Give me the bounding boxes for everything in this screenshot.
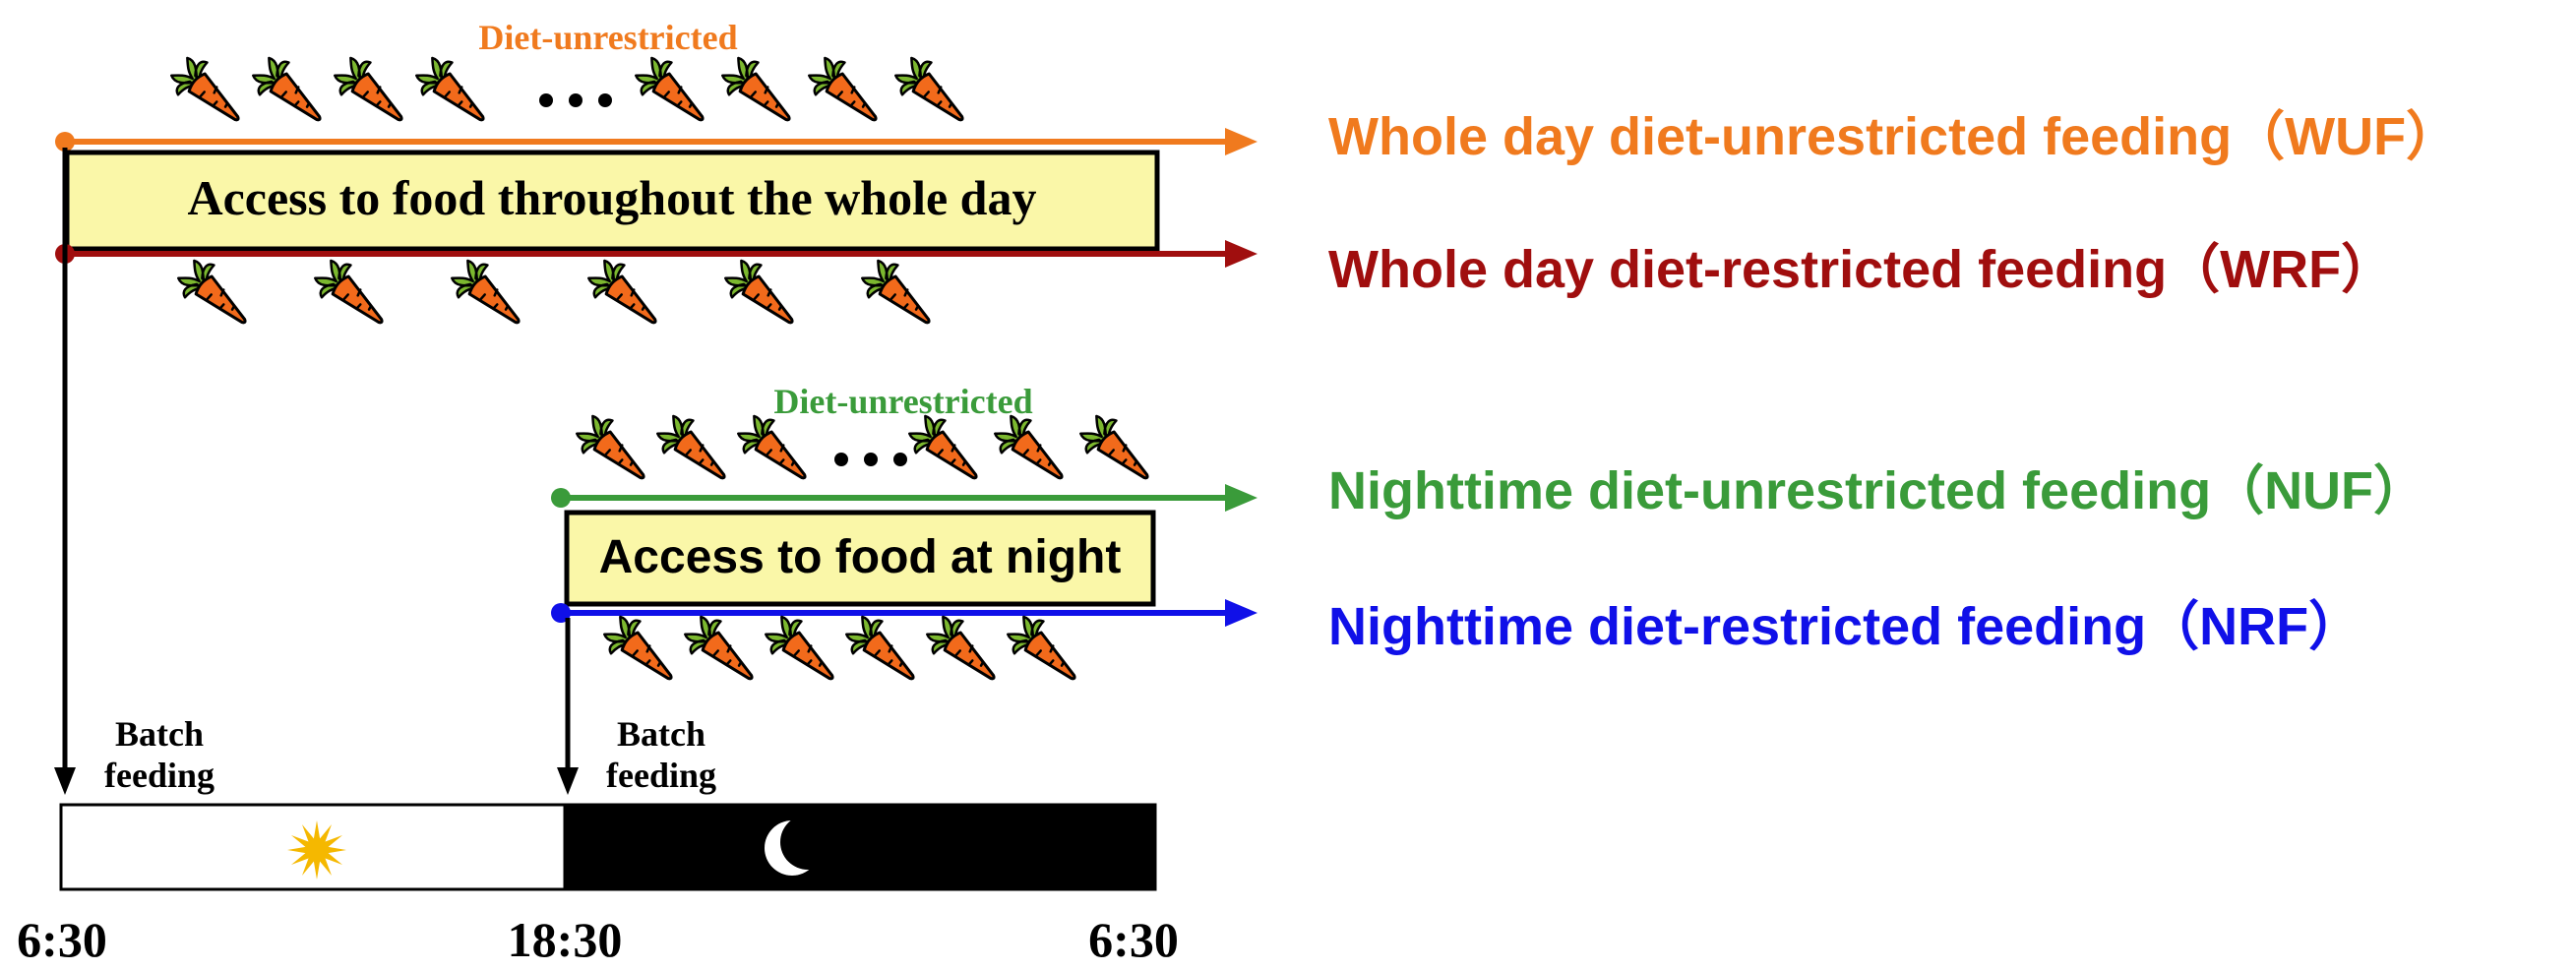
nuf-line: [551, 484, 1257, 512]
wuf-line: [55, 128, 1257, 155]
carrot-icon: [603, 615, 673, 681]
carrot-icon: [737, 414, 807, 480]
sun-icon: [287, 820, 346, 880]
carrot-icon: [1079, 414, 1149, 480]
moon-icon: [765, 815, 835, 876]
carrot-icon: [334, 56, 403, 122]
carrot-icon: [721, 56, 791, 122]
night-bar: [563, 803, 1157, 891]
carrot-icon: [314, 259, 384, 325]
carrot-icon: [845, 615, 915, 681]
carrot-icon: [635, 56, 705, 122]
carrot-icon: [1007, 615, 1076, 681]
carrot-icon: [926, 615, 996, 681]
carrot-icon: [170, 56, 240, 122]
carrot-icon: [908, 414, 978, 480]
time-end: 6:30: [1088, 912, 1179, 967]
batch-feeding-label-left: Batch feeding: [104, 714, 215, 795]
night-diet-unrestricted-label: Diet-unrestricted: [773, 382, 1032, 421]
carrot-icon: [994, 414, 1064, 480]
night-ellipsis-icon: [834, 453, 907, 466]
top-lower-carrots: [177, 259, 931, 325]
night-lower-carrots: [603, 615, 1076, 681]
legend-wrf: Whole day diet-restricted feeding（WRF）: [1328, 240, 2394, 299]
carrot-icon: [451, 259, 521, 325]
legend-nrf: Nighttime diet-restricted feeding（NRF）: [1328, 597, 2361, 656]
night-box: [564, 510, 1156, 607]
feeding-word: feeding: [606, 756, 716, 795]
feeding-word: feeding: [104, 756, 215, 795]
middle-batch-arrow: [557, 618, 579, 795]
carrot-icon: [808, 56, 878, 122]
night-box-text: Access to food at night: [599, 531, 1122, 583]
batch-word: Batch: [115, 714, 204, 754]
night-upper-carrots: [576, 414, 1149, 480]
time-middle: 18:30: [508, 912, 623, 967]
carrot-icon: [765, 615, 834, 681]
carrot-icon: [894, 56, 964, 122]
legend-nuf: Nighttime diet-unrestricted feeding（NUF）: [1328, 461, 2426, 520]
time-start: 6:30: [17, 912, 107, 967]
carrot-icon: [861, 259, 931, 325]
carrot-icon: [576, 414, 645, 480]
top-upper-carrots: [170, 56, 964, 122]
carrot-icon: [684, 615, 754, 681]
left-batch-arrow: [54, 148, 76, 795]
carrot-icon: [656, 414, 726, 480]
legend-wuf: Whole day diet-unrestricted feeding（WUF）: [1328, 107, 2459, 166]
carrot-icon: [587, 259, 657, 325]
batch-word: Batch: [617, 714, 705, 754]
carrot-icon: [252, 56, 322, 122]
carrot-icon: [415, 56, 485, 122]
top-diet-unrestricted-label: Diet-unrestricted: [478, 18, 737, 57]
top-ellipsis-icon: [539, 93, 612, 107]
batch-feeding-label-right: Batch feeding: [606, 714, 716, 795]
carrot-icon: [177, 259, 247, 325]
whole-day-box-text: Access to food throughout the whole day: [188, 170, 1037, 225]
carrot-icon: [724, 259, 794, 325]
